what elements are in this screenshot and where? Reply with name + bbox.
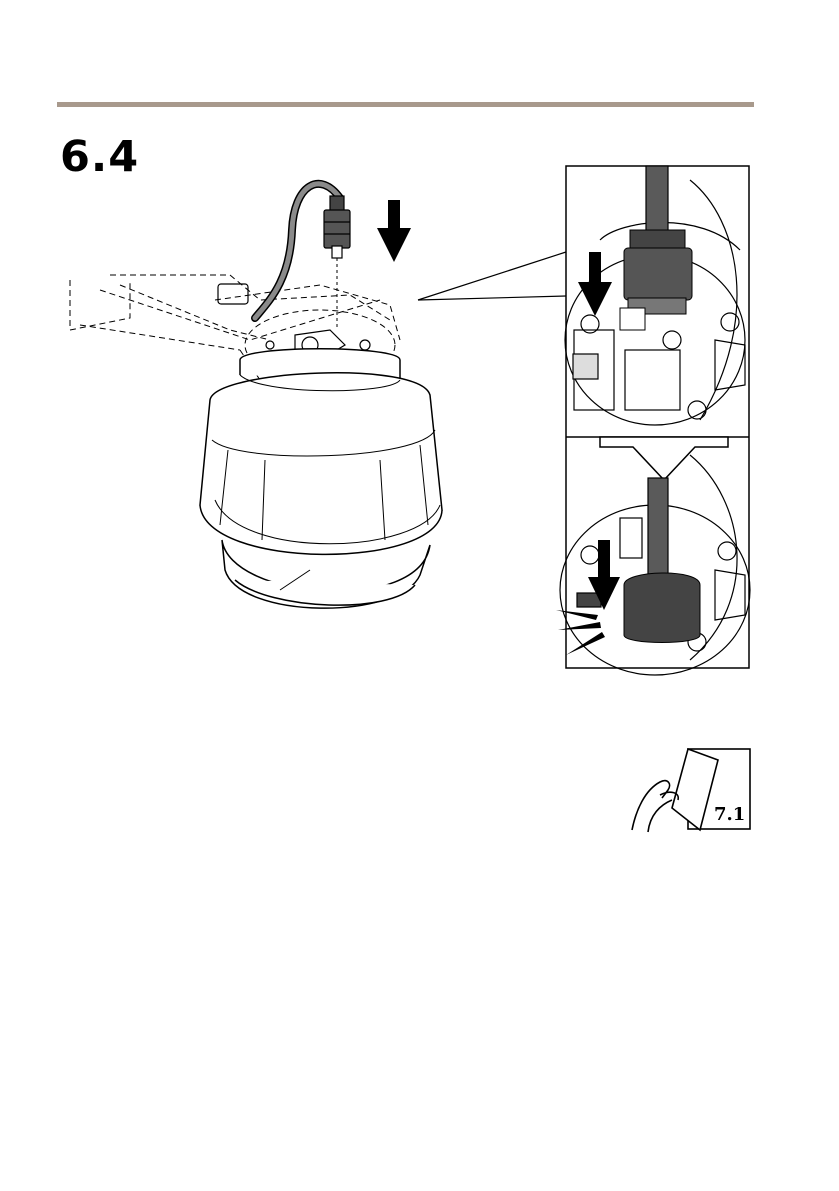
connector <box>324 196 350 258</box>
page-reference-label: 7.1 <box>714 804 745 825</box>
down-arrow-icon <box>377 200 411 262</box>
camera-housing <box>200 349 442 608</box>
